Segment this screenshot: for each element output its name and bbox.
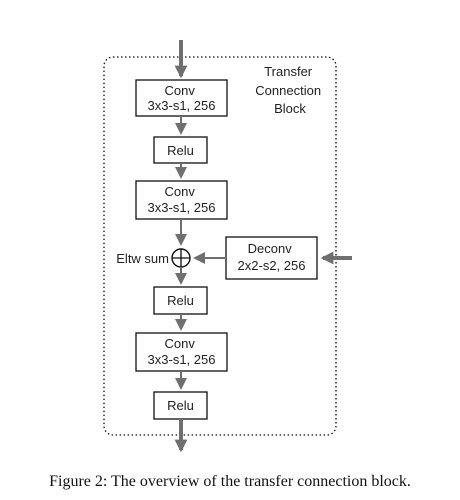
block-title-line-1: Transfer [264,64,313,79]
eltw-sum-node [171,248,191,268]
conv-1-params: 3x3-s1, 256 [148,98,216,113]
block-boundary [103,56,337,436]
relu-3-node: Relu [153,391,208,420]
relu-1-label: Relu [167,143,194,158]
deconv-node: Deconv 2x2-s2, 256 [225,236,318,280]
block-title-line-2: Connection [255,83,321,98]
block-title: Transfer Connection Block [255,64,324,116]
conv-1-name: Conv [165,83,196,98]
svg-text:Conv 3x3-s1, 256: Conv 3x3-s1, 256 [148,336,216,367]
conv-3-name: Conv [165,336,196,351]
figure-caption: Figure 2: The overview of the transfer c… [49,473,411,490]
svg-text:Conv 3x3-s1, 256: Conv 3x3-s1, 256 [148,83,216,113]
relu-1-node: Relu [153,136,208,164]
svg-text:Conv 3x3-s1, 256: Conv 3x3-s1, 256 [148,184,216,215]
eltw-sum-label: Eltw sum [116,251,169,266]
conv-2-node: Conv 3x3-s1, 256 [135,180,228,220]
svg-text:Deconv 2x2-s2, 256: Deconv 2x2-s2, 256 [238,241,306,273]
relu-2-label: Relu [167,293,194,308]
deconv-params: 2x2-s2, 256 [238,258,306,273]
conv-3-node: Conv 3x3-s1, 256 [135,332,228,372]
conv-2-params: 3x3-s1, 256 [148,200,216,215]
conv-3-params: 3x3-s1, 256 [148,352,216,367]
deconv-name: Deconv [248,241,293,256]
block-title-line-3: Block [274,101,306,116]
relu-3-label: Relu [167,398,194,413]
conv-2-name: Conv [165,184,196,199]
relu-2-node: Relu [153,286,208,315]
conv-1-node: Conv 3x3-s1, 256 [135,79,228,117]
